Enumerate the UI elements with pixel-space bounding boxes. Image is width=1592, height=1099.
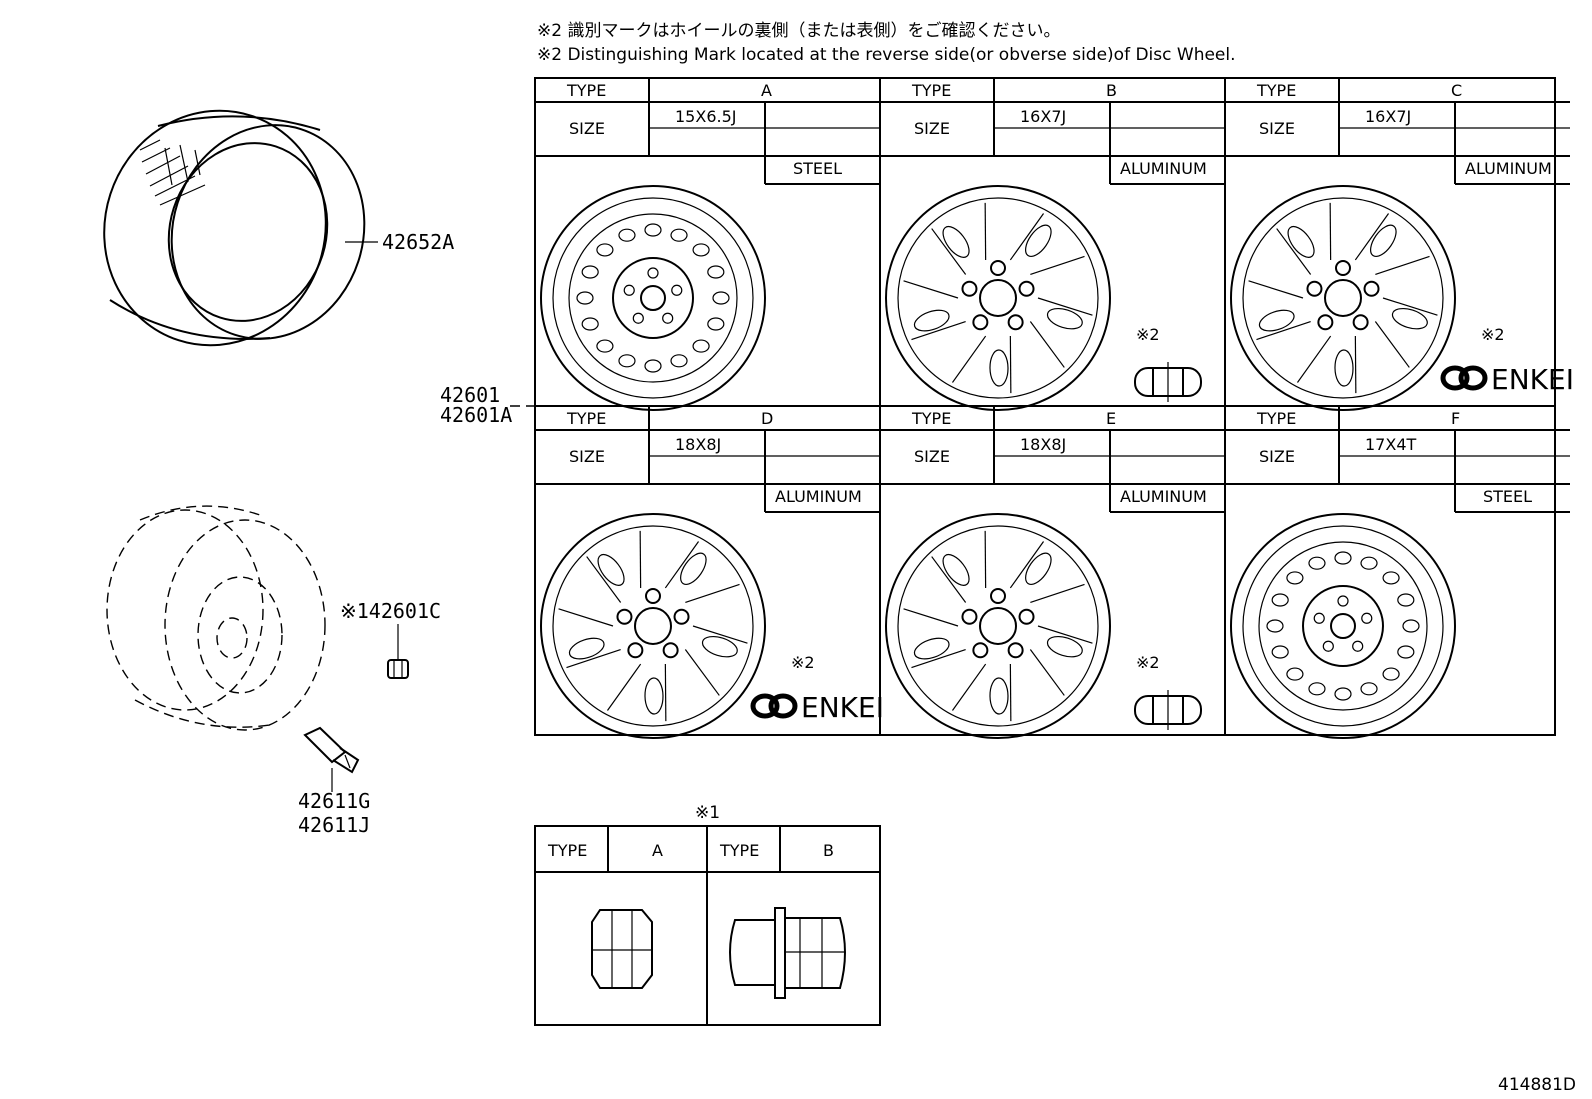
type-value: C <box>1451 81 1462 100</box>
part-number-nut: ※142601C <box>340 599 441 623</box>
wheel-drawing-c <box>1230 185 1456 411</box>
enkei-logo-icon: ENKEI <box>750 691 884 724</box>
distinguishing-mark-note: ※2 <box>1481 325 1505 344</box>
size-value: 16X7J <box>1020 107 1066 126</box>
type-value: E <box>1106 409 1116 428</box>
nut-type-b-value: B <box>823 841 834 860</box>
enkei-logo-text: ENKEI <box>801 691 884 724</box>
part-number-wheel-a: 42601A <box>440 403 512 427</box>
wheel-drawing-b <box>885 185 1111 411</box>
wheel-drawing-f <box>1230 513 1456 739</box>
wheel-drawing-a <box>540 185 766 411</box>
nut-type-a-value: A <box>652 841 663 860</box>
type-label: TYPE <box>911 409 951 428</box>
nut-type-a-icon <box>591 909 653 989</box>
wheel-cell-a: TYPE A SIZE 15X6.5J STEEL <box>535 78 880 411</box>
material-value: ALUMINUM <box>1120 487 1207 506</box>
tire-drawing <box>103 109 366 347</box>
nut-table-mark: ※1 <box>695 803 720 823</box>
size-label: SIZE <box>914 119 950 138</box>
nut-type-a-label: TYPE <box>547 841 587 860</box>
size-value: 15X6.5J <box>675 107 736 126</box>
part-number-wheel: 42601 <box>440 383 500 407</box>
size-value: 18X8J <box>675 435 721 454</box>
nut-type-b-label: TYPE <box>719 841 759 860</box>
size-value: 17X4T <box>1365 435 1417 454</box>
material-value: STEEL <box>1483 487 1532 506</box>
size-label: SIZE <box>914 447 950 466</box>
distinguishing-mark-note: ※2 <box>1136 325 1160 344</box>
type-value: B <box>1106 81 1117 100</box>
type-label: TYPE <box>911 81 951 100</box>
figure-id: 414881D <box>1498 1075 1576 1095</box>
size-label: SIZE <box>569 447 605 466</box>
distinguishing-mark-note: ※2 <box>1136 653 1160 672</box>
material-value: STEEL <box>793 159 842 178</box>
size-label: SIZE <box>1259 119 1295 138</box>
wheel-drawing-d <box>540 513 766 739</box>
wheel-table <box>534 77 1556 736</box>
note-japanese: ※2 識別マークはホイールの裏側（または表側）をご確認ください。 <box>537 20 1060 41</box>
part-number-tire: 42652A <box>382 230 454 254</box>
ring-mark-icon <box>1134 362 1202 402</box>
material-value: ALUMINUM <box>1120 159 1207 178</box>
type-value: D <box>761 409 773 428</box>
size-value: 18X8J <box>1020 435 1066 454</box>
size-label: SIZE <box>569 119 605 138</box>
wheel-cell-e: TYPE E SIZE 18X8J ALUMINUM ※2 <box>880 406 1225 739</box>
lug-nut-small-icon <box>387 659 409 679</box>
type-label: TYPE <box>566 81 606 100</box>
type-label: TYPE <box>1256 81 1296 100</box>
material-value: ALUMINUM <box>775 487 862 506</box>
type-label: TYPE <box>566 409 606 428</box>
valve-stem-icon <box>303 726 360 774</box>
ring-mark-icon <box>1134 690 1202 730</box>
type-value: F <box>1451 409 1460 428</box>
type-label: TYPE <box>1256 409 1296 428</box>
nut-table <box>534 825 881 1026</box>
wheel-drawing-e <box>885 513 1111 739</box>
distinguishing-mark-note: ※2 <box>791 653 815 672</box>
type-value: A <box>761 81 772 100</box>
wheel-cell-b: TYPE B SIZE 16X7J ALUMINUM ※2 <box>880 78 1225 411</box>
enkei-logo-text: ENKEI <box>1491 363 1574 396</box>
size-label: SIZE <box>1259 447 1295 466</box>
enkei-logo-icon: ENKEI <box>1440 363 1574 396</box>
part-number-valve-g: 42611G <box>298 789 370 813</box>
material-value: ALUMINUM <box>1465 159 1552 178</box>
phantom-wheel <box>106 505 326 731</box>
size-value: 16X7J <box>1365 107 1411 126</box>
note-english: ※2 Distinguishing Mark located at the re… <box>537 45 1236 65</box>
wheel-cell-f: TYPE F SIZE 17X4T STEEL <box>1225 406 1570 739</box>
part-number-valve-j: 42611J <box>298 813 370 837</box>
nut-type-b-icon <box>729 907 846 999</box>
